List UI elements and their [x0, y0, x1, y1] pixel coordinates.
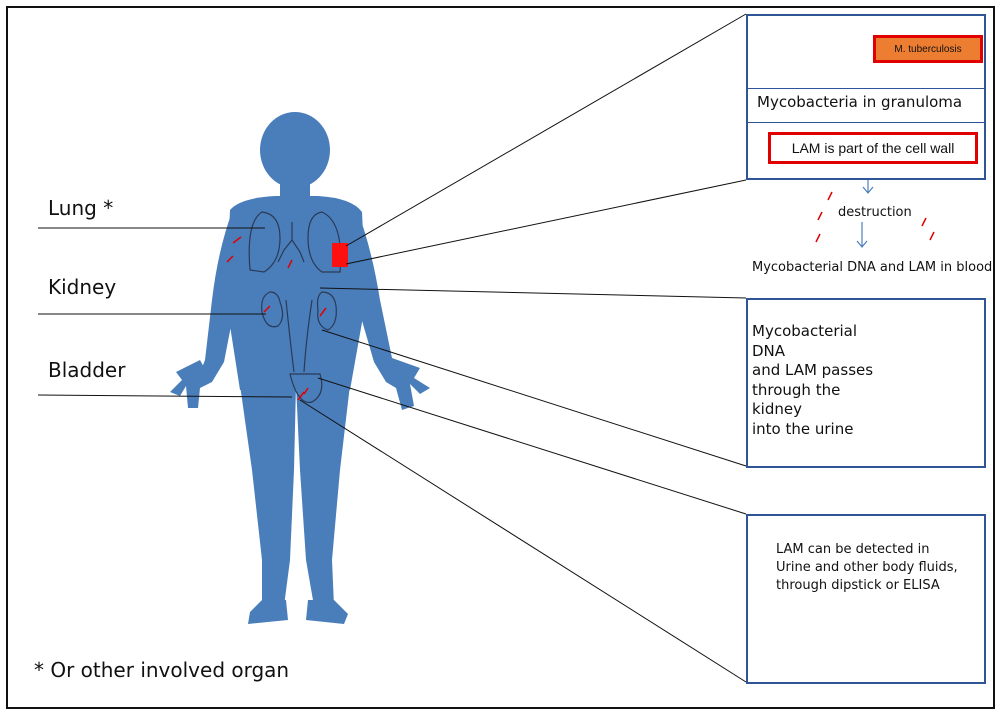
human-silhouette: [170, 112, 430, 624]
footnote: * Or other involved organ: [34, 658, 289, 682]
kidney-text-line: into the urine: [752, 420, 873, 440]
kidney-text-line: kidney: [752, 400, 873, 420]
panel-divider: [748, 88, 984, 89]
kidney-text-line: through the: [752, 381, 873, 401]
label-lung: Lung *: [48, 196, 113, 220]
granuloma-title: Mycobacteria in granuloma: [757, 93, 962, 111]
detection-panel-text: LAM can be detected in Urine and other b…: [776, 541, 958, 595]
granuloma-marker: [332, 243, 348, 267]
zoom-lines: [300, 14, 746, 682]
kidney-text-line: DNA: [752, 342, 873, 362]
kidney-text-line: and LAM passes: [752, 361, 873, 381]
mtb-label: M. tuberculosis: [873, 35, 983, 63]
kidney-panel-text: Mycobacterial DNA and LAM passes through…: [752, 322, 873, 439]
detection-panel: [746, 514, 986, 684]
kidney-text-line: Mycobacterial: [752, 322, 873, 342]
detection-text-line: through dipstick or ELISA: [776, 577, 958, 595]
label-bladder: Bladder: [48, 358, 125, 382]
blood-label: Mycobacterial DNA and LAM in blood: [752, 260, 992, 275]
lam-cell-wall-note: LAM is part of the cell wall: [768, 132, 978, 164]
destruction-label: destruction: [838, 205, 912, 220]
panel-divider: [748, 122, 984, 123]
detection-text-line: LAM can be detected in: [776, 541, 958, 559]
detection-text-line: Urine and other body fluids,: [776, 559, 958, 577]
label-kidney: Kidney: [48, 275, 116, 299]
